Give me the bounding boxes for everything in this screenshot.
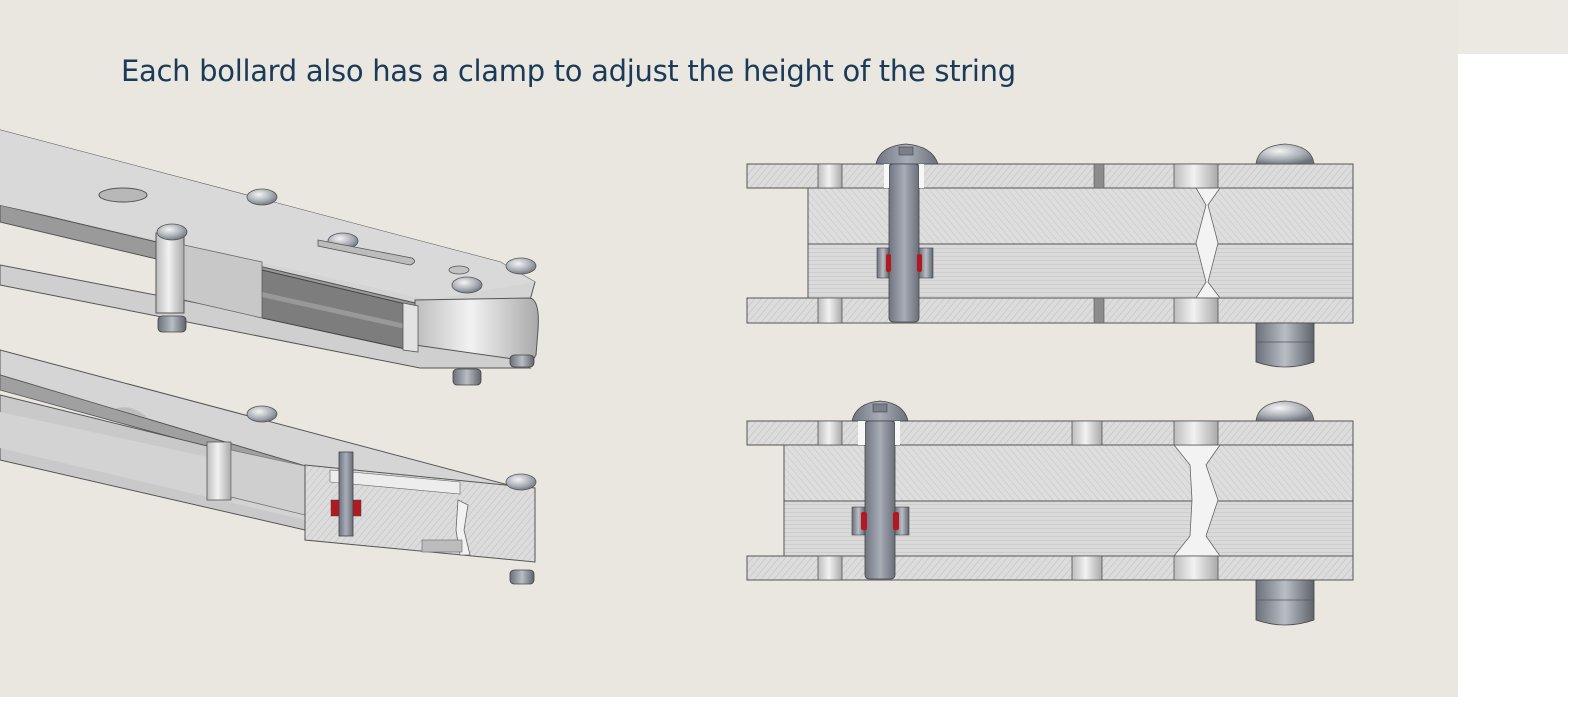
clamp-section-view-upper [746,143,1354,368]
bollard-3d-section-view [0,349,537,585]
slide-background [0,0,1458,697]
bollard-3d-assembled-view [0,129,539,386]
clamp-section-view-lower [746,400,1354,626]
slide-title: Each bollard also has a clamp to adjust … [121,54,1016,88]
